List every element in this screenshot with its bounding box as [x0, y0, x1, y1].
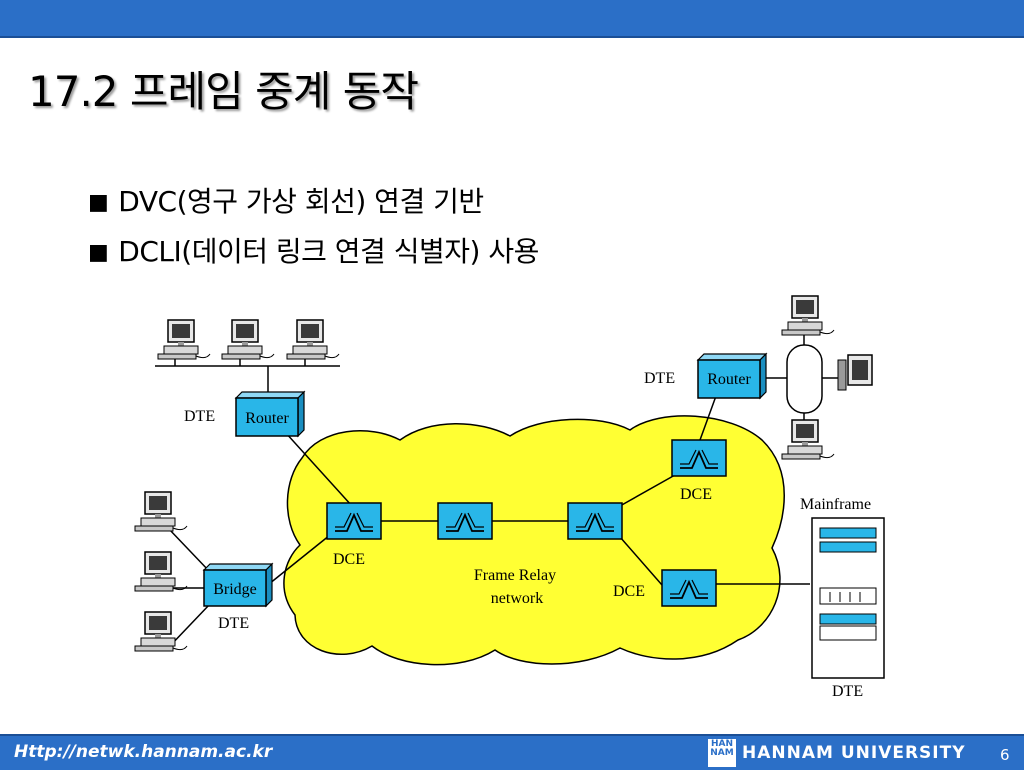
- bullet-text: DVC(영구 가상 회선) 연결 기반: [118, 185, 484, 218]
- header-bar: [0, 0, 1024, 38]
- page-number: 6: [1000, 746, 1010, 764]
- network-label: network: [491, 590, 543, 607]
- switch-icon: [326, 502, 382, 540]
- computer-icon: [286, 319, 340, 360]
- bullet-list: ■ DVC(영구 가상 회선) 연결 기반 ■ DCLI(데이터 링크 연결 식별자…: [88, 182, 539, 282]
- bullet-item: ■ DVC(영구 가상 회선) 연결 기반: [88, 182, 539, 232]
- computer-icon: [837, 354, 873, 391]
- switch-icon: [437, 502, 493, 540]
- bullet-square-icon: ■: [88, 190, 109, 215]
- switch-icon: [671, 439, 727, 477]
- frame-relay-diagram: Router DTE Router DTE Bridge DTE DCE DCE…: [134, 295, 885, 700]
- router-left: Router: [234, 390, 306, 438]
- computer-icon: [221, 319, 275, 360]
- dte-label: DTE: [218, 615, 249, 632]
- ring-hub-icon: [786, 344, 823, 414]
- dce-label: DCE: [333, 551, 365, 568]
- slide-title: 17.2 프레임 중계 동작: [28, 67, 419, 116]
- dte-label: DTE: [832, 683, 863, 700]
- router-label: Router: [707, 371, 751, 388]
- dce-label: DCE: [613, 583, 645, 600]
- computer-icon: [134, 611, 188, 652]
- bridge-label: Bridge: [213, 581, 257, 598]
- mainframe-label: Mainframe: [800, 496, 871, 513]
- switch-icon: [661, 569, 717, 607]
- computer-icon: [157, 319, 211, 360]
- footer-url-link[interactable]: Http://netwk.hannam.ac.kr: [14, 742, 273, 762]
- university-logo-icon: HAN NAM: [708, 739, 736, 767]
- computer-icon: [781, 419, 835, 460]
- mainframe-icon: [811, 517, 885, 679]
- bridge-icon: [203, 569, 267, 607]
- dte-label: DTE: [644, 370, 675, 387]
- router-right: Router: [696, 352, 768, 400]
- network-label: Frame Relay: [474, 567, 556, 584]
- switch-icon: [567, 502, 623, 540]
- frame-relay-cloud: [283, 415, 785, 666]
- router-icon: [697, 359, 761, 399]
- computer-icon: [781, 295, 835, 336]
- bullet-text: DCLI(데이터 링크 연결 식별자) 사용: [118, 235, 539, 268]
- bridge: Bridge: [202, 562, 274, 608]
- dce-label: DCE: [680, 486, 712, 503]
- computer-icon: [134, 491, 188, 532]
- router-icon: [235, 397, 299, 437]
- footer-bar: Http://netwk.hannam.ac.kr HAN NAM HANNAM…: [0, 734, 1024, 770]
- computer-icon: [134, 551, 188, 592]
- bullet-square-icon: ■: [88, 240, 109, 265]
- router-label: Router: [245, 410, 289, 427]
- dte-label: DTE: [184, 408, 215, 425]
- bullet-item: ■ DCLI(데이터 링크 연결 식별자) 사용: [88, 232, 539, 282]
- university-name: HANNAM UNIVERSITY: [742, 743, 966, 763]
